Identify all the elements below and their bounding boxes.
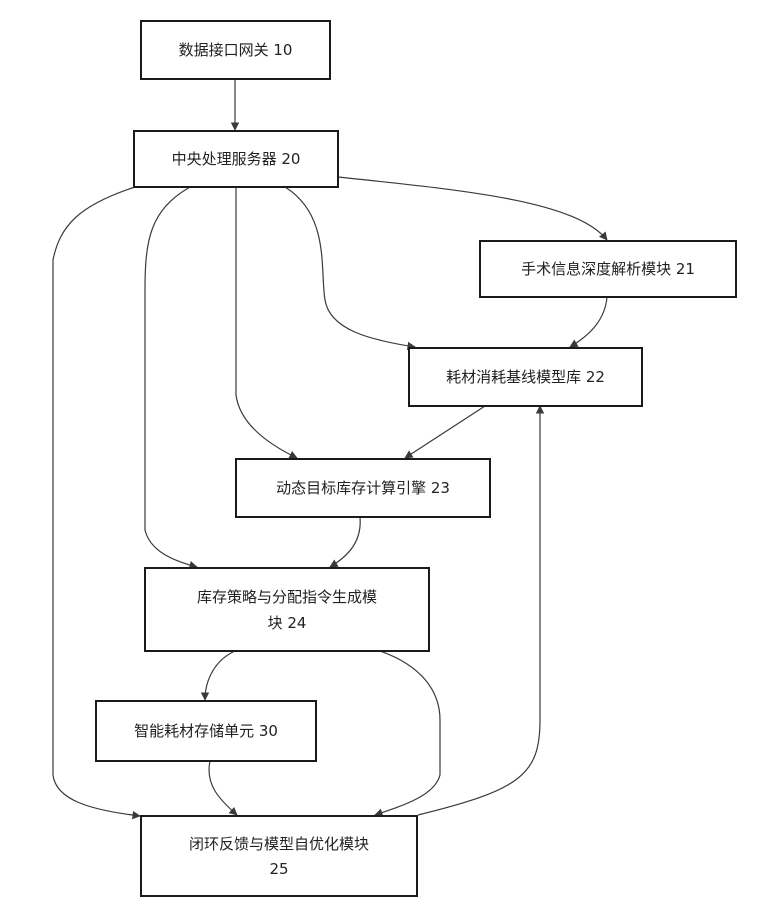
- node-25: 闭环反馈与模型自优化模块 25: [141, 816, 417, 896]
- edge-20-to-23: [236, 187, 297, 458]
- node-24-label-line2: 块 24: [268, 614, 307, 632]
- edge-23-to-24: [330, 517, 360, 567]
- node-24-box: [145, 568, 429, 651]
- edge-30-to-25: [209, 761, 237, 815]
- node-22: 耗材消耗基线模型库 22: [409, 348, 642, 406]
- node-30: 智能耗材存储单元 30: [96, 701, 316, 761]
- node-25-box: [141, 816, 417, 896]
- edge-24-to-25: [375, 651, 440, 815]
- node-25-label-line1: 闭环反馈与模型自优化模块: [189, 835, 369, 853]
- node-23-label: 动态目标库存计算引擎 23: [276, 479, 450, 497]
- node-22-label: 耗材消耗基线模型库 22: [446, 368, 605, 386]
- node-20-label: 中央处理服务器 20: [172, 150, 301, 168]
- node-21-label: 手术信息深度解析模块 21: [521, 260, 695, 278]
- node-23: 动态目标库存计算引擎 23: [236, 459, 490, 517]
- edge-20-to-24: [145, 187, 197, 567]
- edge-22-to-23: [405, 406, 485, 458]
- node-25-label-line2: 25: [269, 860, 288, 878]
- node-24-label-line1: 库存策略与分配指令生成模: [197, 588, 377, 606]
- edge-21-to-22: [570, 297, 607, 347]
- node-10-label: 数据接口网关 10: [179, 41, 293, 59]
- node-24: 库存策略与分配指令生成模 块 24: [145, 568, 429, 651]
- node-10: 数据接口网关 10: [141, 21, 330, 79]
- edge-20-to-21: [338, 177, 607, 240]
- node-21: 手术信息深度解析模块 21: [480, 241, 736, 297]
- edge-24-to-30: [205, 651, 235, 700]
- node-20: 中央处理服务器 20: [134, 131, 338, 187]
- edge-20-to-22: [285, 187, 415, 347]
- node-30-label: 智能耗材存储单元 30: [134, 722, 278, 740]
